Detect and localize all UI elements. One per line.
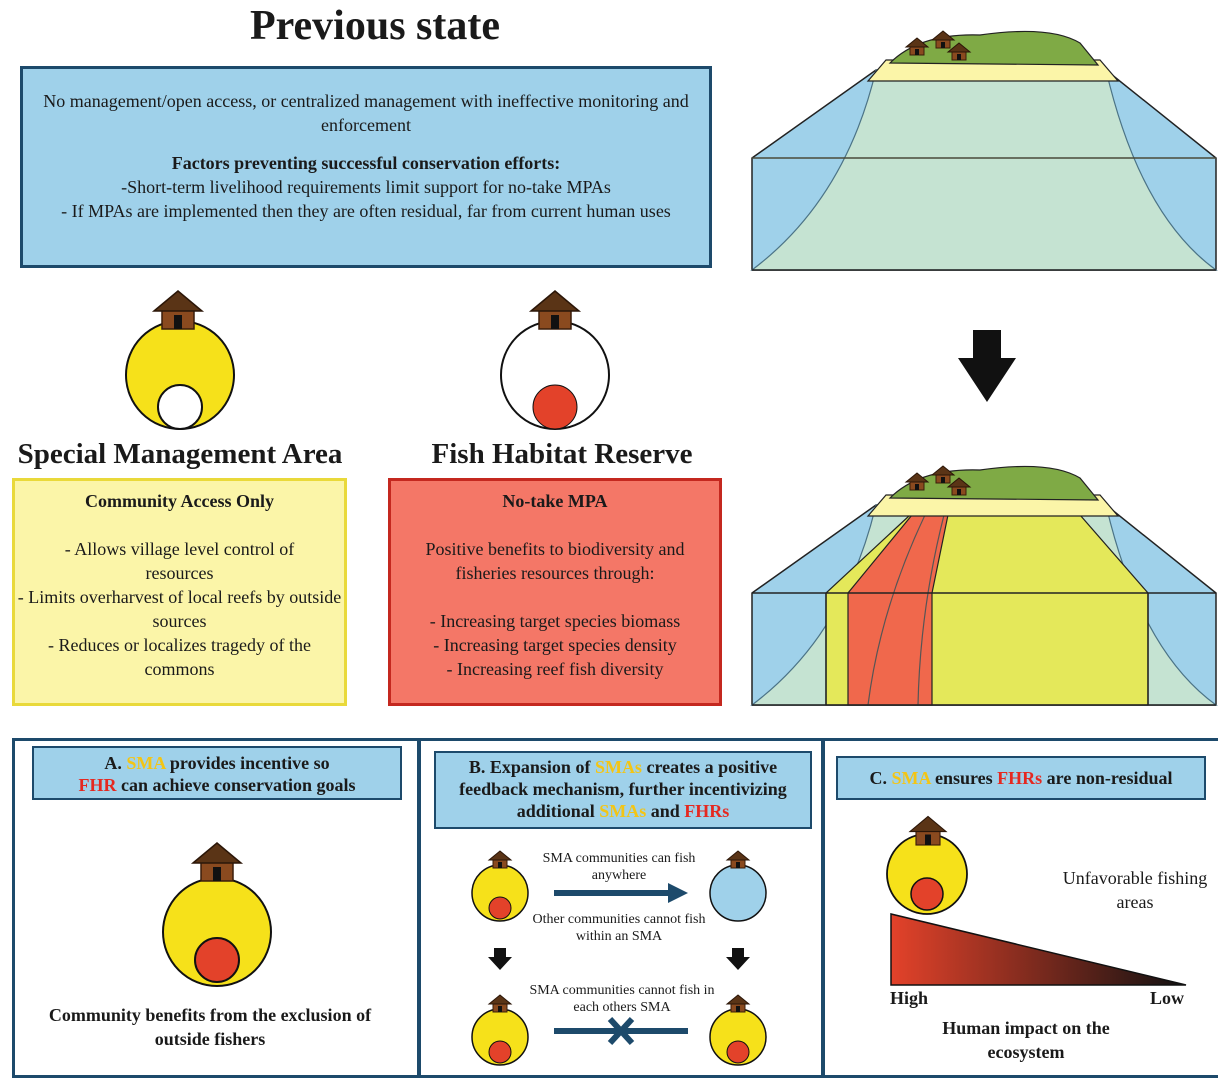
panel-b-head-smas: SMAs [594, 757, 642, 777]
sma-icon [125, 290, 235, 430]
previous-state-text: No management/open access, or centralize… [43, 91, 689, 135]
panel-b-feedback-diagram [471, 850, 767, 1066]
fhr-title: Fish Habitat Reserve [431, 438, 693, 470]
factor-1: -Short-term livelihood requirements limi… [121, 177, 611, 197]
panel-b-label-bottom: SMA communities cannot fish in each othe… [529, 983, 715, 1015]
panel-a-heading: A. SMA provides incentive so FHR can ach… [32, 746, 402, 800]
panel-b-label-mid: Other communities cannot fish within an … [532, 912, 706, 944]
sma-item-3: - Reduces or localizes tragedy of the co… [48, 635, 311, 679]
panel-a-head-sma: SMA [126, 753, 166, 773]
panel-b-head-pre: B. Expansion of [468, 757, 595, 777]
previous-state-box: No management/open access, or centralize… [20, 66, 712, 268]
panel-c-heading: C. SMA ensures FHRs are non-residual [836, 756, 1206, 800]
panel-b-head-mid: creates a positive feedback mechanism, f… [459, 757, 787, 821]
panel-a-head-mid: provides incentive so [165, 753, 330, 773]
panel-c-head-fhrs: FHRs [997, 768, 1043, 788]
sma-title: Special Management Area [17, 438, 343, 470]
impact-low-label: Low [1149, 988, 1184, 1008]
human-impact-axis-label: Human impact on the ecosystem [942, 1018, 1110, 1062]
panel-b-heading: B. Expansion of SMAs creates a positive … [434, 751, 812, 829]
panel-c-head-post: are non-residual [1042, 768, 1173, 788]
fhr-item-1: - Increasing target species biomass [429, 611, 681, 631]
factor-2: - If MPAs are implemented then they are … [61, 201, 671, 221]
sma-item-1: - Allows village level control of resour… [64, 539, 295, 583]
fhr-item-3: - Increasing reef fish diversity [446, 659, 664, 679]
sma-heading: Community Access Only [85, 491, 274, 511]
panel-c-sma-fhr-icon [886, 815, 968, 915]
panel-b-label-top: SMA communities can fish anywhere [542, 851, 696, 883]
panel-a-head-fhr: FHR [78, 775, 117, 795]
fhr-item-2: - Increasing target species density [433, 635, 677, 655]
factors-heading: Factors preventing successful conservati… [171, 153, 561, 173]
panel-c-head-mid: ensures [930, 768, 998, 788]
fhr-box: No-take MPA Positive benefits to biodive… [388, 478, 722, 706]
island-current-state [750, 465, 1218, 706]
impact-high-label: High [890, 988, 929, 1008]
sma-item-2: - Limits overharvest of local reefs by o… [17, 587, 342, 631]
fhr-intro: Positive benefits to biodiversity and fi… [425, 539, 685, 583]
human-impact-gradient [890, 913, 1187, 986]
panel-b-head-and: and [646, 801, 685, 821]
panel-b-head-fhrs: FHRs [684, 801, 730, 821]
fhr-heading: No-take MPA [502, 491, 608, 511]
unfavorable-fishing-label: Unfavorable fishing areas [1062, 868, 1208, 912]
panel-c-head-pre: C. [869, 768, 892, 788]
down-arrow-icon [958, 330, 1016, 402]
island-previous-state [750, 30, 1218, 271]
panel-a-head-pre: A. [104, 753, 127, 773]
panel-a-sma-fhr-icon [162, 842, 272, 987]
panel-a-caption: Community benefits from the exclusion of… [48, 1005, 372, 1049]
sma-box: Community Access Only - Allows village l… [12, 478, 347, 706]
panel-a-head-post: can achieve conservation goals [116, 775, 356, 795]
page-title: Previous state [249, 3, 500, 49]
fhr-icon [500, 290, 610, 430]
panel-c-head-sma: SMA [891, 768, 931, 788]
panel-b-head-smas2: SMAs [599, 801, 647, 821]
